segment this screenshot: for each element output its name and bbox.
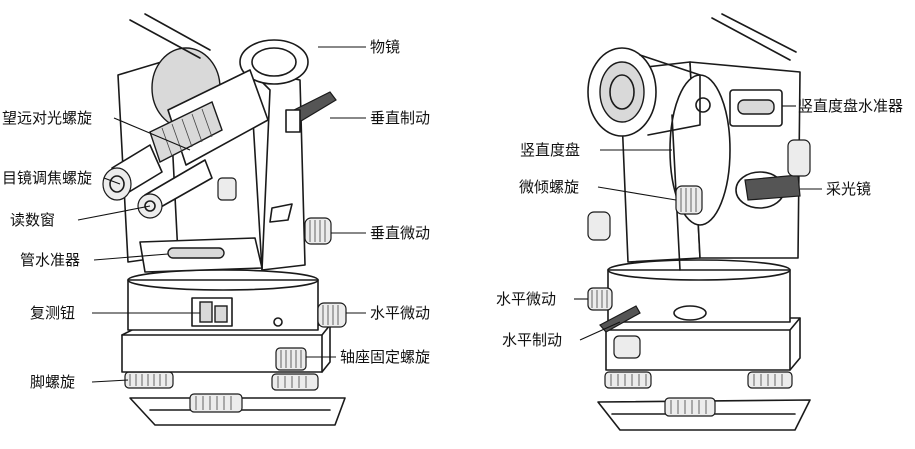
left-repetition-button (191, 297, 233, 327)
label-illumination-mirror: 采光镜 (826, 180, 871, 198)
label-horizontal-tangent-right: 水平微动 (496, 290, 556, 308)
label-foot-screw: 脚螺旋 (30, 373, 75, 391)
right-theodolite-drawing (587, 13, 811, 431)
right-horizontal-tangent-screw (587, 287, 613, 311)
left-foot-screw (124, 371, 319, 413)
label-vertical-circle: 竖直度盘 (520, 141, 580, 159)
leader-lines (77, 46, 822, 383)
label-horizontal-clamp: 水平制动 (502, 331, 562, 349)
label-horizontal-tangent-left: 水平微动 (370, 304, 430, 322)
label-reading-window: 读数窗 (10, 211, 55, 229)
left-vertical-tangent-screw (304, 217, 332, 245)
left-vertical-clamp (285, 91, 337, 133)
label-tilting-screw: 微倾螺旋 (519, 178, 579, 196)
left-horizontal-tangent-screw (317, 302, 347, 328)
right-horizontal-clamp (599, 305, 641, 359)
right-labels: 竖直度盘水准器 竖直度盘 采光镜 微倾螺旋 水平微动 水平制动 (496, 97, 903, 349)
left-eyepiece (102, 144, 163, 201)
left-theodolite-drawing (102, 13, 347, 426)
right-illumination-mirror (735, 139, 811, 209)
left-axis-base-screw (275, 347, 307, 371)
label-axis-base-screw: 轴座固定螺旋 (340, 348, 430, 366)
left-plate-level (139, 237, 263, 273)
label-focusing-screw: 望远对光螺旋 (2, 109, 92, 127)
label-vertical-tangent: 垂直微动 (370, 224, 430, 242)
label-vertical-circle-level: 竖直度盘水准器 (798, 97, 903, 115)
label-eyepiece-focus-screw: 目镜调焦螺旋 (2, 169, 92, 187)
label-vertical-clamp: 垂直制动 (370, 109, 430, 127)
label-tube-level: 管水准器 (20, 251, 80, 269)
label-repetition-button: 复测钮 (30, 304, 75, 322)
right-tilting-screw (675, 185, 703, 215)
right-vertical-circle-level (729, 89, 783, 127)
left-labels: 物镜 望远对光螺旋 垂直制动 目镜调焦螺旋 读数窗 垂直微动 管水准器 复测钮 … (2, 38, 430, 391)
right-foot-screw (604, 371, 793, 417)
right-objective-lens (587, 47, 701, 137)
label-objective: 物镜 (370, 38, 400, 56)
